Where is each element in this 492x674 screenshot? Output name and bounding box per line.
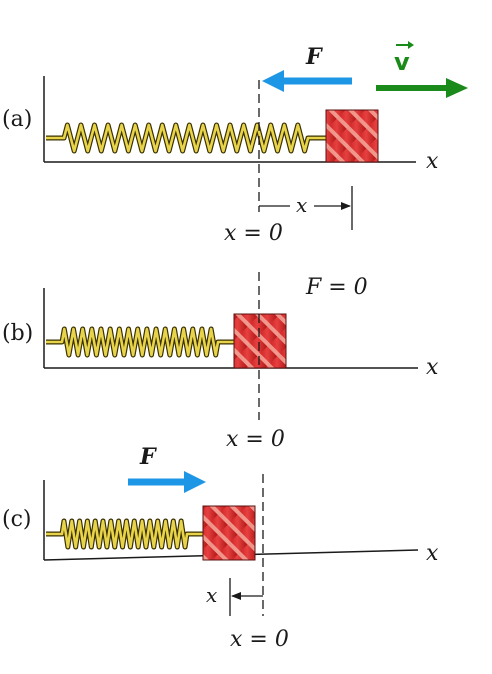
panel-a-axis-label: x [426,149,439,174]
panel-a-spring [46,122,326,154]
panel-c-force-arrow [128,471,206,493]
panel-c-force-label: F [139,444,157,470]
panel-c-displacement-label: x [206,583,217,607]
panel-b-spring-coil [46,327,234,357]
panel-a-force-label: F [305,44,323,70]
panel-c-block [202,505,256,561]
panel-c-axis-label: x [426,541,439,566]
panel-b-origin-label: x = 0 [226,427,285,452]
panel-c-origin-label: x = 0 [230,627,289,652]
panel-a-spring-coil [46,123,326,153]
panel-a: (a) x F v x [2,41,468,246]
panel-a-label: (a) [2,107,32,132]
panel-b-force-label: F = 0 [305,275,368,300]
panel-c-label: (c) [2,507,32,532]
panel-a-block [325,109,379,163]
panel-b-spring [46,326,234,358]
panel-c-spring-coil [46,519,203,549]
panel-a-velocity-label: v [394,48,410,76]
panel-c-displacement [229,578,263,616]
panel-a-displacement-label: x [296,193,307,217]
panel-b-axis-label: x [426,355,439,380]
panel-b: (b) x F = 0 x = 0 [2,272,439,452]
panel-c: (c) x F x x = 0 [2,444,439,652]
panel-b-label: (b) [2,321,33,346]
panel-c-spring [46,518,203,550]
panel-b-block [233,313,287,369]
panel-a-velocity-arrow [376,78,468,98]
panel-a-velocity-vector-mark [396,41,414,49]
panel-a-force-arrow [262,70,352,92]
panel-a-origin-label: x = 0 [224,221,283,246]
panel-a-displacement [259,186,353,230]
